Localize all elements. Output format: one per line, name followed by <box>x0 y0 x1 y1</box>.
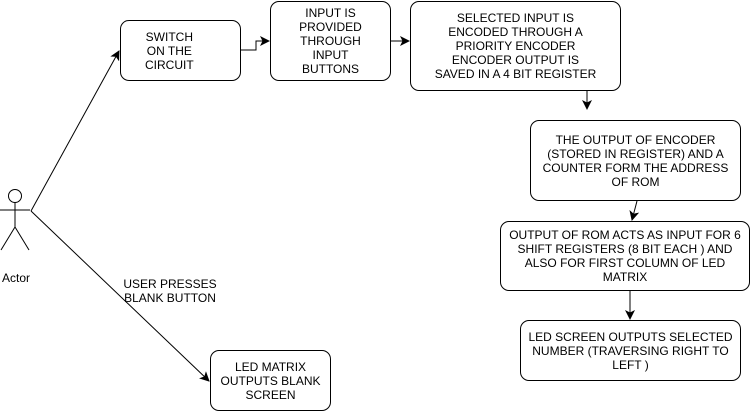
node-rom-address-text: THE OUTPUT OF ENCODER (STORED IN REGISTE… <box>542 132 729 189</box>
node-led-screen[interactable]: LED SCREEN OUTPUTS SELECTED NUMBER (TRAV… <box>520 320 741 381</box>
node-rom-output-text: OUTPUT OF ROM ACTS AS INPUT FOR 6 SHIFT … <box>509 228 741 284</box>
actor-label: Actor <box>0 257 32 285</box>
node-rom-output[interactable]: OUTPUT OF ROM ACTS AS INPUT FOR 6 SHIFT … <box>500 221 750 291</box>
node-switch-on-text: SWITCH ON THE CIRCUIT <box>145 29 194 72</box>
node-priority-encoder[interactable]: SELECTED INPUT IS ENCODED THROUGH A PRIO… <box>410 1 621 91</box>
node-led-blank-text: LED MATRIX OUTPUTS BLANK SCREEN <box>220 359 321 402</box>
edge-switch-to-input <box>241 36 270 51</box>
edge-actor-to-switch <box>30 50 120 212</box>
edge-label-blank-button-text: USER PRESSES BLANK BUTTON <box>123 277 217 305</box>
node-led-blank[interactable]: LED MATRIX OUTPUTS BLANK SCREEN <box>210 350 331 411</box>
node-switch-on[interactable]: SWITCH ON THE CIRCUIT <box>120 20 241 81</box>
edge-actor-to-led-blank <box>30 210 210 382</box>
node-led-screen-text: LED SCREEN OUTPUTS SELECTED NUMBER (TRAV… <box>528 329 733 372</box>
actor-icon <box>0 189 30 251</box>
node-input-buttons-text: INPUT IS PROVIDED THROUGH INPUT BUTTONS <box>299 6 362 76</box>
edge-rom-address-to-rom-output <box>629 200 640 221</box>
edge-label-blank-button: USER PRESSES BLANK BUTTON <box>115 263 225 305</box>
actor-label-text: Actor <box>1 271 30 285</box>
node-rom-address[interactable]: THE OUTPUT OF ENCODER (STORED IN REGISTE… <box>530 120 741 201</box>
node-priority-encoder-text: SELECTED INPUT IS ENCODED THROUGH A PRIO… <box>434 11 597 81</box>
node-input-buttons[interactable]: INPUT IS PROVIDED THROUGH INPUT BUTTONS <box>270 1 391 81</box>
